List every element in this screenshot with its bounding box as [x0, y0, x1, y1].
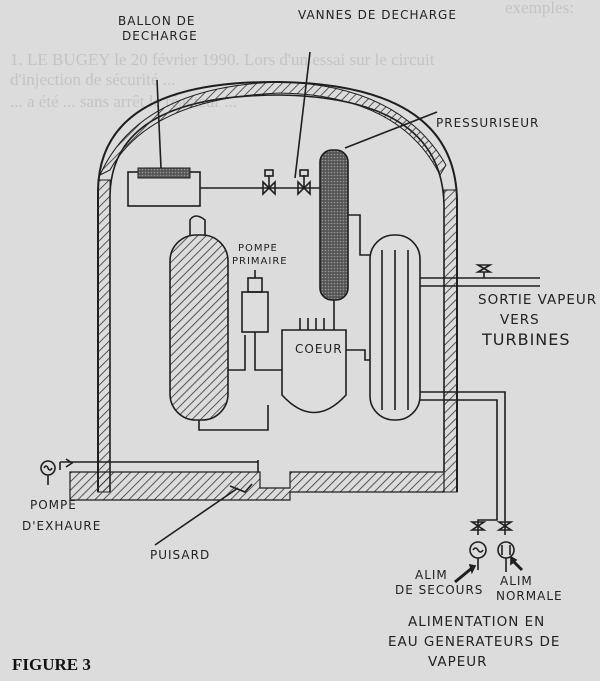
label-line: PRIMAIRE: [232, 256, 288, 267]
floor-slab: [69, 471, 445, 501]
steam-generator-left: [169, 234, 229, 421]
label-line: POMPE: [238, 243, 278, 254]
label-alim-secours: ALIM DE SECOURS: [395, 568, 483, 598]
bg-line: exemples:: [505, 0, 574, 17]
label-line: DE SECOURS: [395, 583, 484, 597]
label-line: TURBINES: [482, 330, 571, 349]
label-line: EAU GENERATEURS DE: [388, 634, 561, 650]
label-line: POMPE: [30, 498, 77, 512]
label-alim-normale: ALIM NORMALE: [496, 574, 563, 604]
steam-valve: [475, 264, 493, 273]
feed-valve: [496, 521, 514, 531]
label-line: NORMALE: [496, 589, 563, 603]
pompe-primaire: [241, 291, 269, 333]
label-coeur: COEUR: [295, 342, 343, 356]
bg-line: 1. LE BUGEY le 20 février 1990. Lors d'u…: [10, 50, 435, 69]
label-line: ALIMENTATION EN: [408, 614, 546, 630]
feed-valve: [469, 521, 487, 531]
label-line: ALIM: [500, 574, 533, 588]
pump-normale-icon: [497, 541, 515, 559]
label-line: VERS: [500, 312, 540, 328]
label-pompe-primaire: POMPE PRIMAIRE: [232, 242, 288, 268]
bg-line: d'injection de sécurité ...: [10, 70, 176, 89]
pressuriseur: [319, 149, 349, 301]
label-pompe-exhaure: POMPE D'EXHAURE: [22, 498, 101, 534]
label-line: SORTIE VAPEUR: [478, 292, 598, 308]
label-puisard: PUISARD: [150, 548, 211, 562]
figure-caption: FIGURE 3: [12, 655, 91, 674]
coeur: [281, 329, 347, 414]
valve: [262, 180, 276, 196]
label-line: BALLON DE: [118, 14, 196, 28]
label-ballon: BALLON DE DECHARGE: [118, 14, 198, 44]
label-pressuriseur: PRESSURISEUR: [436, 116, 540, 130]
label-line: DECHARGE: [122, 29, 198, 43]
label-sortie-vapeur: SORTIE VAPEUR VERS TURBINES: [478, 290, 597, 350]
label-line: ALIM: [415, 568, 448, 582]
label-line: D'EXHAURE: [22, 519, 102, 533]
valve: [297, 180, 311, 196]
label-alimentation: ALIMENTATION EN EAU GENERATEURS DE VAPEU…: [388, 612, 560, 672]
label-line: VAPEUR: [428, 654, 488, 670]
label-vannes: VANNES DE DECHARGE: [298, 8, 457, 22]
